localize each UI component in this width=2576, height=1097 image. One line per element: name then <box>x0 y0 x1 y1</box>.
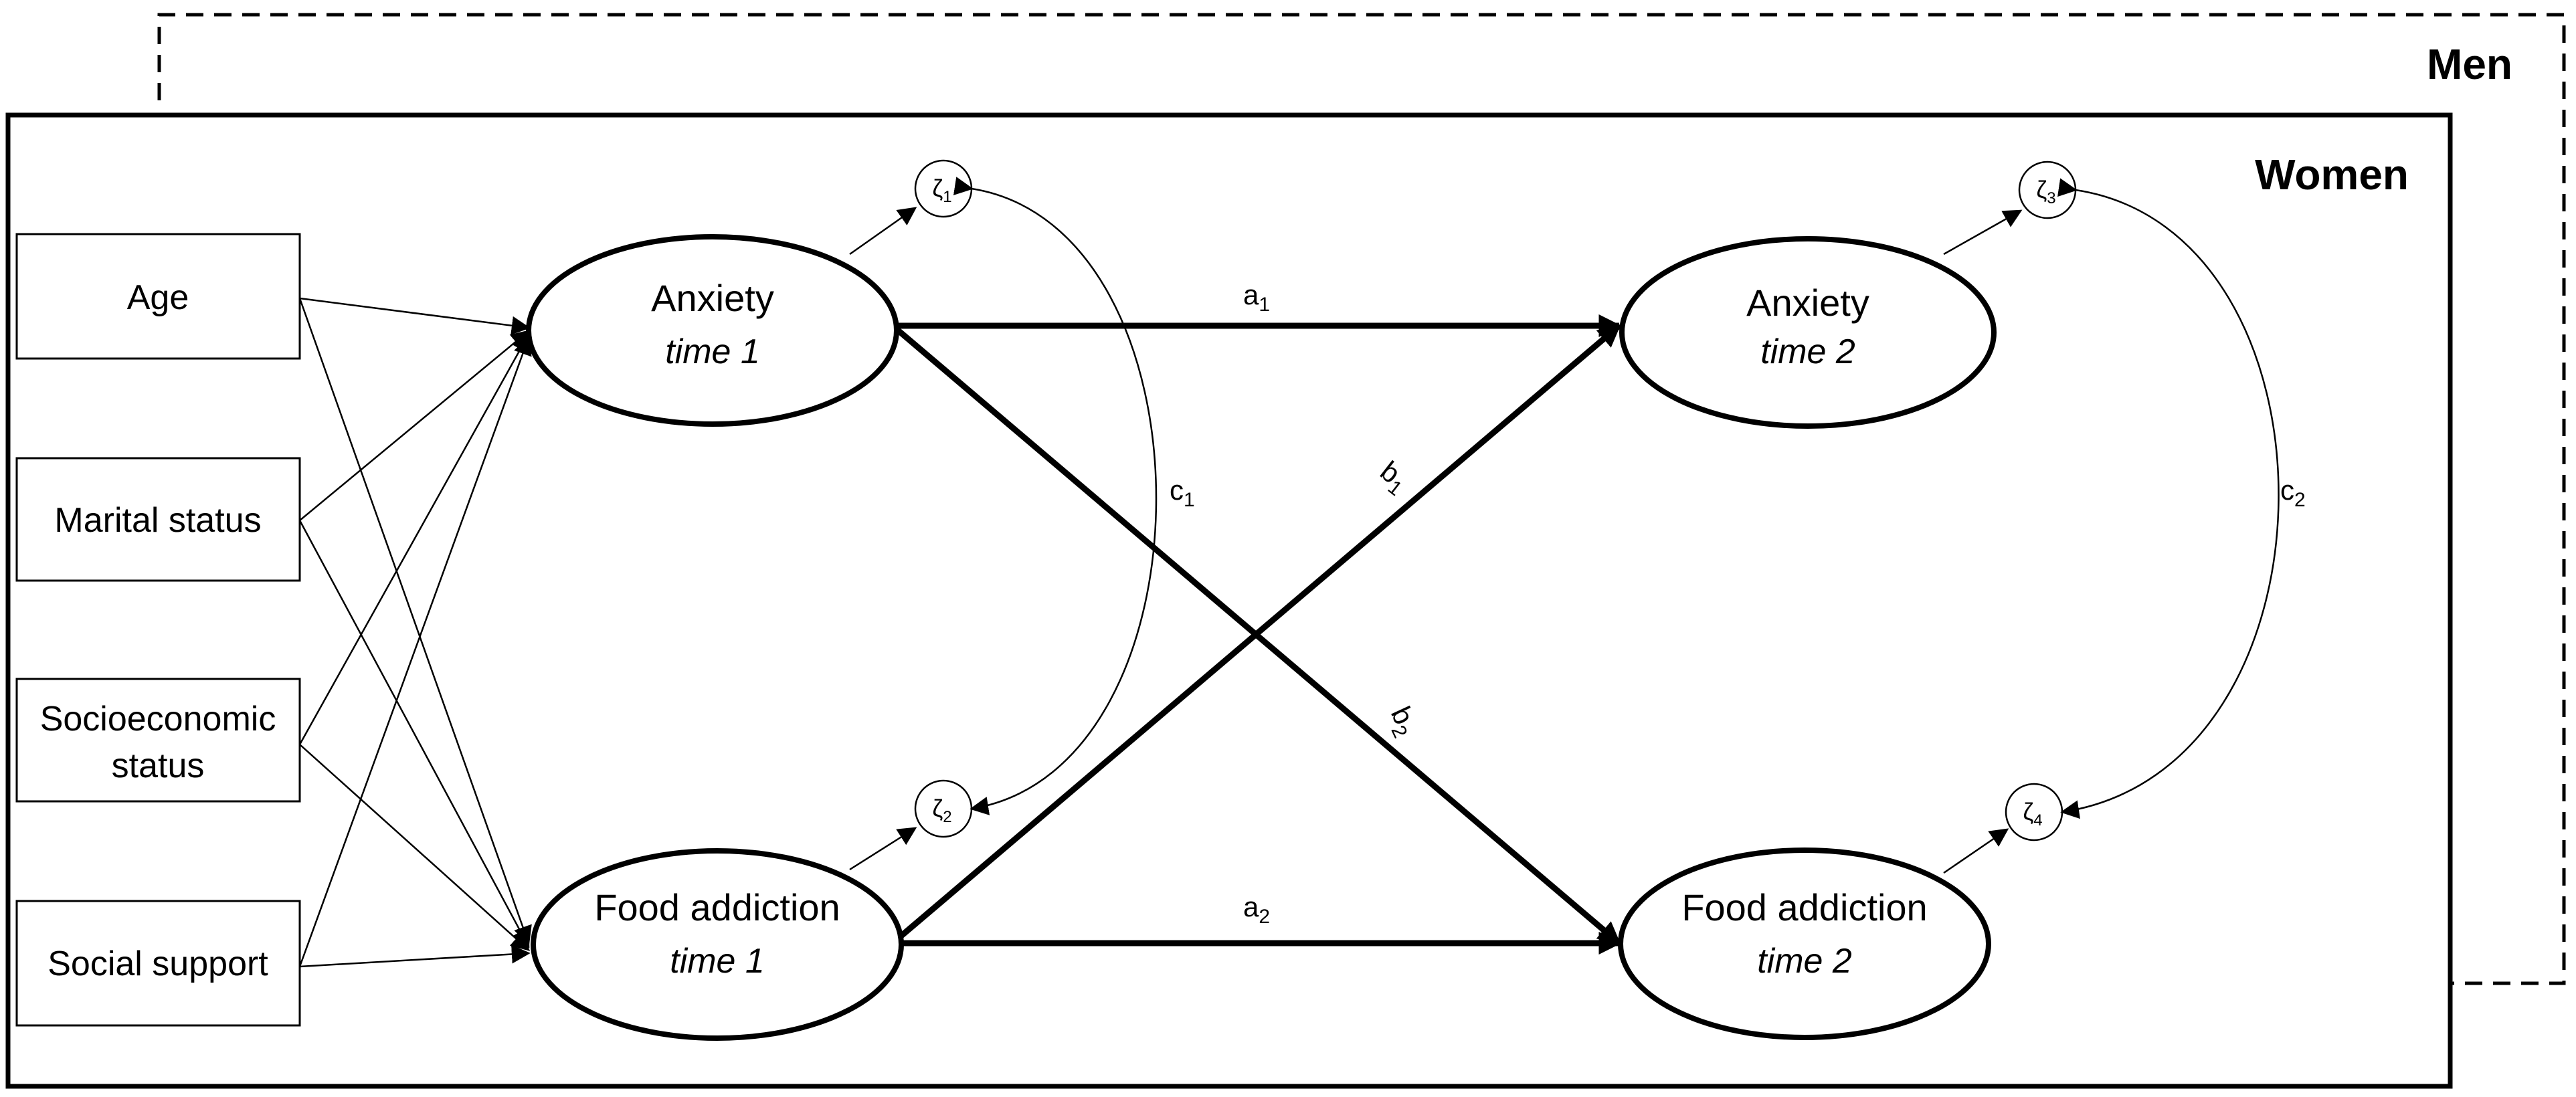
food-addiction-t1-ellipse <box>531 848 904 1041</box>
zeta1-label: ζ1 <box>932 175 951 206</box>
marital-status-box <box>15 457 301 582</box>
marital-status-label: Marital status <box>54 501 261 540</box>
anxiety-t1-ellipse <box>526 234 899 427</box>
women-group-label: Women <box>2255 151 2409 199</box>
arrow-ses-to-food-t1 <box>299 744 531 951</box>
covariance-c1-zeta1-zeta2 <box>953 177 1158 815</box>
men-group-frame <box>157 13 2566 985</box>
zeta4-label: ζ4 <box>2023 798 2042 829</box>
social-support-label: Social support <box>48 944 268 983</box>
age-box <box>15 233 301 360</box>
arrow-ses-to-anxiety-t1 <box>298 332 530 745</box>
socioeconomic-status-label-line1: Socioeconomic <box>40 700 276 738</box>
arrow-marital-to-anxiety-t1 <box>299 330 531 521</box>
arrow-food-t2-to-zeta4 <box>1943 828 2009 874</box>
anxiety-t2-title: Anxiety <box>1746 282 1869 324</box>
arrow-anxiety-t2-to-zeta3 <box>1943 209 2023 256</box>
arrow-anxiety-t1-to-zeta1 <box>849 207 917 256</box>
men-group-label: Men <box>2427 40 2512 88</box>
arrow-food-t1-to-zeta2 <box>849 827 917 871</box>
zeta2-label: ζ2 <box>932 795 951 826</box>
arrow-social-to-anxiety-t1 <box>298 336 532 967</box>
food-addiction-t2-ellipse <box>1618 847 1991 1040</box>
arrow-marital-to-food-t1 <box>298 520 530 949</box>
arrow-social-to-food-t1 <box>299 944 531 968</box>
zeta3-label: ζ3 <box>2036 176 2055 207</box>
food-addiction-t2-subtitle: time 2 <box>1757 942 1852 981</box>
path-label-b1: b1 <box>1372 455 1415 500</box>
age-label: Age <box>127 278 189 317</box>
path-label-c2: c2 <box>2280 474 2306 511</box>
women-group-frame <box>5 112 2453 1089</box>
arrow-age-to-food-t1 <box>298 298 532 945</box>
anxiety-t1-subtitle: time 1 <box>665 332 760 371</box>
path-b2-anxiety-t1-to-food-t2 <box>895 326 1621 946</box>
food-addiction-t1-title: Food addiction <box>594 886 840 928</box>
food-addiction-t1-subtitle: time 1 <box>670 942 765 981</box>
socioeconomic-status-box <box>15 678 301 803</box>
arrow-age-to-anxiety-t1 <box>299 297 531 335</box>
anxiety-t2-ellipse <box>1619 236 1997 429</box>
covariance-c2-zeta3-zeta4 <box>2057 178 2280 819</box>
path-label-b2: b2 <box>1380 702 1425 742</box>
socioeconomic-status-label-line2: status <box>112 746 205 785</box>
social-support-box <box>15 900 301 1027</box>
anxiety-t1-title: Anxiety <box>651 277 774 319</box>
anxiety-t2-subtitle: time 2 <box>1760 332 1855 371</box>
food-addiction-t2-title: Food addiction <box>1681 886 1927 928</box>
path-label-a1: a1 <box>1243 279 1270 316</box>
path-label-a2: a2 <box>1243 891 1270 928</box>
path-label-c1: c1 <box>1170 474 1195 511</box>
